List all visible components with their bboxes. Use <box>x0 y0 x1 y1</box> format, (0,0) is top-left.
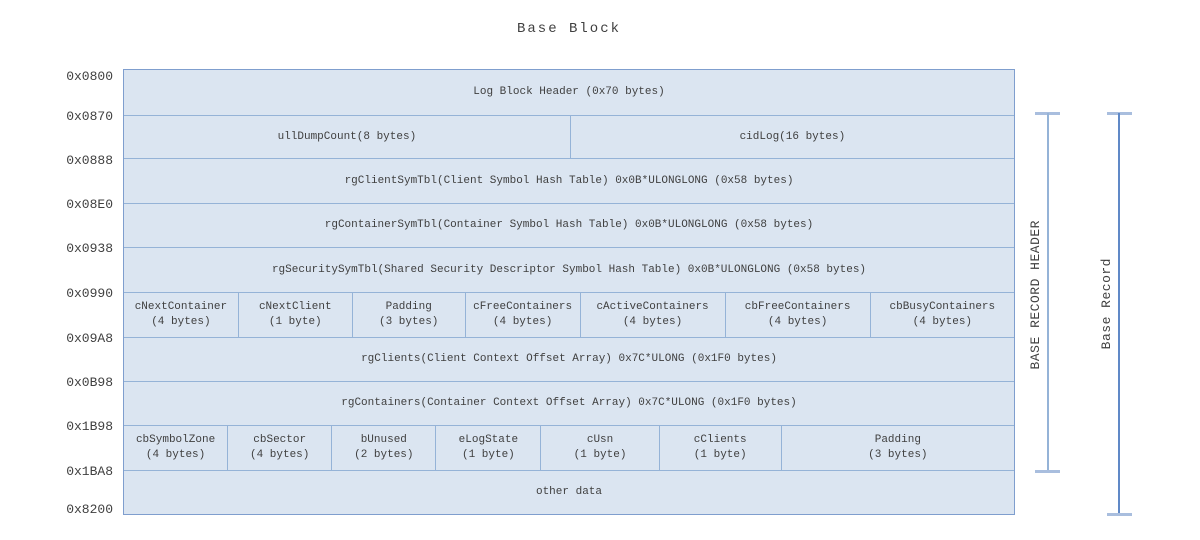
field-c-next-container: cNextContainer (4 bytes) <box>124 293 239 337</box>
field-rg-security-symtbl: rgSecuritySymTbl(Shared Security Descrip… <box>124 248 1014 292</box>
field-size: (1 byte) <box>573 449 627 461</box>
base-record-label: Base Record <box>1099 258 1114 350</box>
field-label: cFreeContainers <box>473 301 573 313</box>
row-log-block-header: Log Block Header (0x70 bytes) <box>124 70 1014 116</box>
field-label: eLogState <box>458 434 519 446</box>
field-other-data: other data <box>124 471 1014 514</box>
field-size: (4 bytes) <box>151 316 211 328</box>
field-size: (1 byte) <box>268 316 322 328</box>
base-record-header-label: BASE RECORD HEADER <box>1028 220 1043 370</box>
field-label: rgSecuritySymTbl(Shared Security Descrip… <box>271 263 867 276</box>
field-size: (4 bytes) <box>912 316 973 328</box>
base-block-table: Log Block Header (0x70 bytes) ullDumpCou… <box>123 69 1015 515</box>
field-label: rgClients(Client Context Offset Array) 0… <box>361 353 777 365</box>
field-log-block-header: Log Block Header (0x70 bytes) <box>124 70 1014 115</box>
field-cb-busy-containers: cbBusyContainers (4 bytes) <box>871 293 1014 337</box>
base-record-bracket-top-cap <box>1107 112 1132 115</box>
row-rg-containers: rgContainers(Container Context Offset Ar… <box>124 382 1014 426</box>
field-label: rgClientSymTbl(Client Symbol Hash Table)… <box>344 174 794 187</box>
address-label-0x1BA8: 0x1BA8 <box>66 464 113 479</box>
base-record-bracket-stem <box>1118 113 1120 514</box>
row-client-symtbl: rgClientSymTbl(Client Symbol Hash Table)… <box>124 159 1014 204</box>
field-label: cbSector <box>253 434 307 446</box>
address-label-0x0938: 0x0938 <box>66 241 113 256</box>
address-label-0x8200: 0x8200 <box>66 502 113 517</box>
field-label: cActiveContainers <box>596 301 709 313</box>
address-label-0x0870: 0x0870 <box>66 109 113 124</box>
field-ull-dump-count: ullDumpCount(8 bytes) <box>124 116 571 158</box>
base-record-header-bracket-stem <box>1047 113 1049 472</box>
field-label: cNextClient <box>258 301 332 313</box>
row-dumpcount-cidlog: ullDumpCount(8 bytes) cidLog(16 bytes) <box>124 116 1014 159</box>
field-label: ullDumpCount(8 bytes) <box>277 130 417 143</box>
field-cb-free-containers: cbFreeContainers (4 bytes) <box>726 293 871 337</box>
field-label: rgContainerSymTbl(Container Symbol Hash … <box>324 219 814 231</box>
field-c-next-client: cNextClient (1 byte) <box>239 293 353 337</box>
field-label: cidLog(16 bytes) <box>739 130 846 143</box>
diagram-title: Base Block <box>516 21 621 37</box>
field-e-log-state: eLogState (1 byte) <box>436 426 542 470</box>
field-label: cbFreeContainers <box>744 301 851 313</box>
field-c-usn: cUsn (1 byte) <box>541 426 660 470</box>
field-size: (4 bytes) <box>145 449 206 461</box>
field-rg-clients: rgClients(Client Context Offset Array) 0… <box>124 338 1014 381</box>
field-rg-containers: rgContainers(Container Context Offset Ar… <box>124 382 1014 425</box>
row-misc-fields: cbSymbolZone (4 bytes) cbSector (4 bytes… <box>124 426 1014 471</box>
field-c-active-containers: cActiveContainers (4 bytes) <box>581 293 726 337</box>
field-c-free-containers: cFreeContainers (4 bytes) <box>466 293 581 337</box>
field-size: (3 bytes) <box>379 316 439 328</box>
field-rg-client-symtbl: rgClientSymTbl(Client Symbol Hash Table)… <box>124 159 1014 203</box>
address-label-0x08E0: 0x08E0 <box>66 197 113 212</box>
address-label-0x0990: 0x0990 <box>66 286 113 301</box>
row-other-data: other data <box>124 471 1014 514</box>
address-label-0x0B98: 0x0B98 <box>66 375 113 390</box>
field-size: (4 bytes) <box>622 316 683 328</box>
field-cb-symbol-zone: cbSymbolZone (4 bytes) <box>124 426 229 470</box>
field-label: bUnused <box>360 434 407 446</box>
field-cid-log: cidLog(16 bytes) <box>571 116 1014 158</box>
field-label: cbSymbolZone <box>135 434 216 446</box>
row-container-symtbl: rgContainerSymTbl(Container Symbol Hash … <box>124 204 1014 248</box>
field-label: Padding <box>874 434 921 446</box>
field-b-unused: bUnused (2 bytes) <box>332 426 437 470</box>
address-label-0x0888: 0x0888 <box>66 153 113 168</box>
field-size: (3 bytes) <box>868 449 928 461</box>
field-label: cUsn <box>586 434 614 446</box>
field-label: rgContainers(Container Context Offset Ar… <box>341 397 797 409</box>
field-size: (2 bytes) <box>354 449 414 461</box>
field-size: (1 byte) <box>693 449 747 461</box>
address-label-0x1B98: 0x1B98 <box>66 419 113 434</box>
field-rg-container-symtbl: rgContainerSymTbl(Container Symbol Hash … <box>124 204 1014 247</box>
address-label-0x0800: 0x0800 <box>66 69 113 84</box>
field-cb-sector: cbSector (4 bytes) <box>228 426 333 470</box>
field-padding-lower: Padding (3 bytes) <box>782 426 1014 470</box>
field-label: cClients <box>693 434 747 446</box>
field-size: (4 bytes) <box>492 316 553 328</box>
field-label: other data <box>535 486 602 498</box>
field-c-clients: cClients (1 byte) <box>660 426 782 470</box>
base-record-bracket-bottom-cap <box>1107 513 1132 516</box>
field-size: (1 byte) <box>461 449 515 461</box>
base-record-header-bracket-bottom-cap <box>1035 470 1060 473</box>
field-size: (4 bytes) <box>767 316 828 328</box>
row-container-counters: cNextContainer (4 bytes) cNextClient (1 … <box>124 293 1014 338</box>
field-size: (4 bytes) <box>249 449 310 461</box>
field-label: cNextContainer <box>134 301 228 313</box>
row-rg-clients: rgClients(Client Context Offset Array) 0… <box>124 338 1014 382</box>
field-label: cbBusyContainers <box>889 301 996 313</box>
field-label: Padding <box>385 301 432 313</box>
field-label: Log Block Header (0x70 bytes) <box>473 86 665 98</box>
field-padding-upper: Padding (3 bytes) <box>353 293 466 337</box>
address-label-0x09A8: 0x09A8 <box>66 331 113 346</box>
row-security-symtbl: rgSecuritySymTbl(Shared Security Descrip… <box>124 248 1014 293</box>
